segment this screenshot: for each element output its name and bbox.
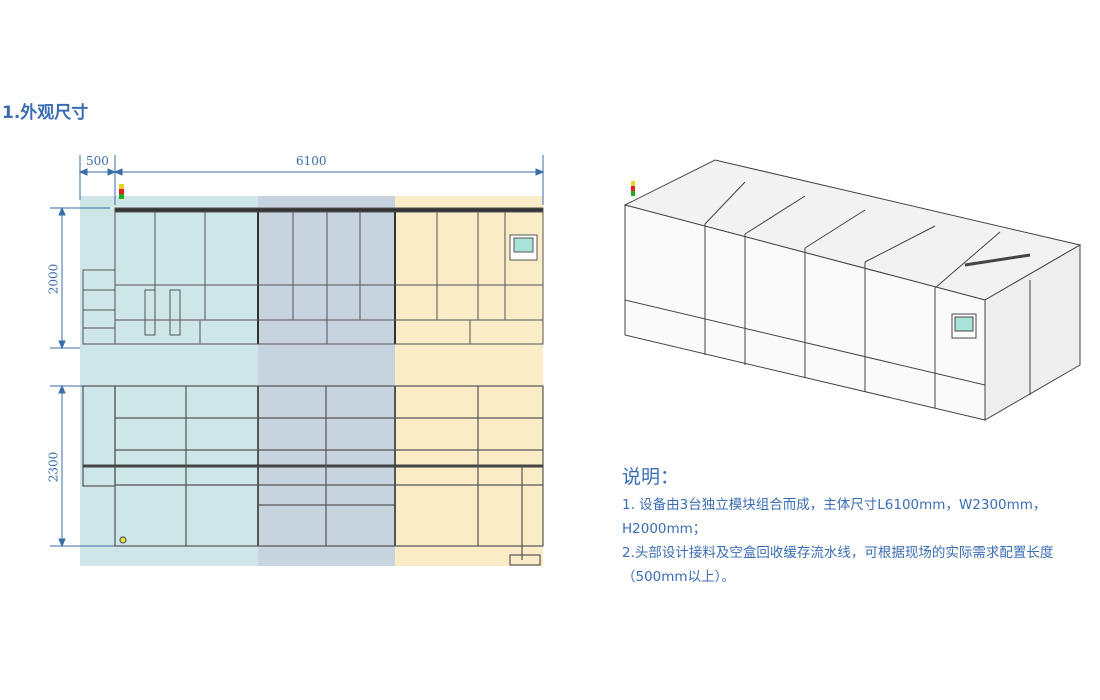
section-title: 1.外观尺寸 [2,103,89,123]
dimension-main-length: 6100 [296,154,327,168]
dimension-head-length: 500 [86,154,109,168]
front-view [82,207,544,345]
dimension-width: 2300 [46,451,61,483]
module-1-shade [80,196,258,566]
top-view [82,385,544,566]
dimension-height: 2000 [46,263,61,295]
dimension-lines [50,155,545,548]
notes-heading: 说明： [622,466,680,488]
note-item-1: 1. 设备由3台独立模块组合而成，主体尺寸L6100mm，W2300mm，H20… [622,497,1047,537]
note-item-2: 2.头部设计接料及空盒回收缓存流水线，可根据现场的实际需求配置长度（500mm以… [622,545,1054,585]
notes: 说明： 1. 设备由3台独立模块组合而成，主体尺寸L6100mm，W2300mm… [622,462,1092,589]
isometric-view [623,159,1082,421]
